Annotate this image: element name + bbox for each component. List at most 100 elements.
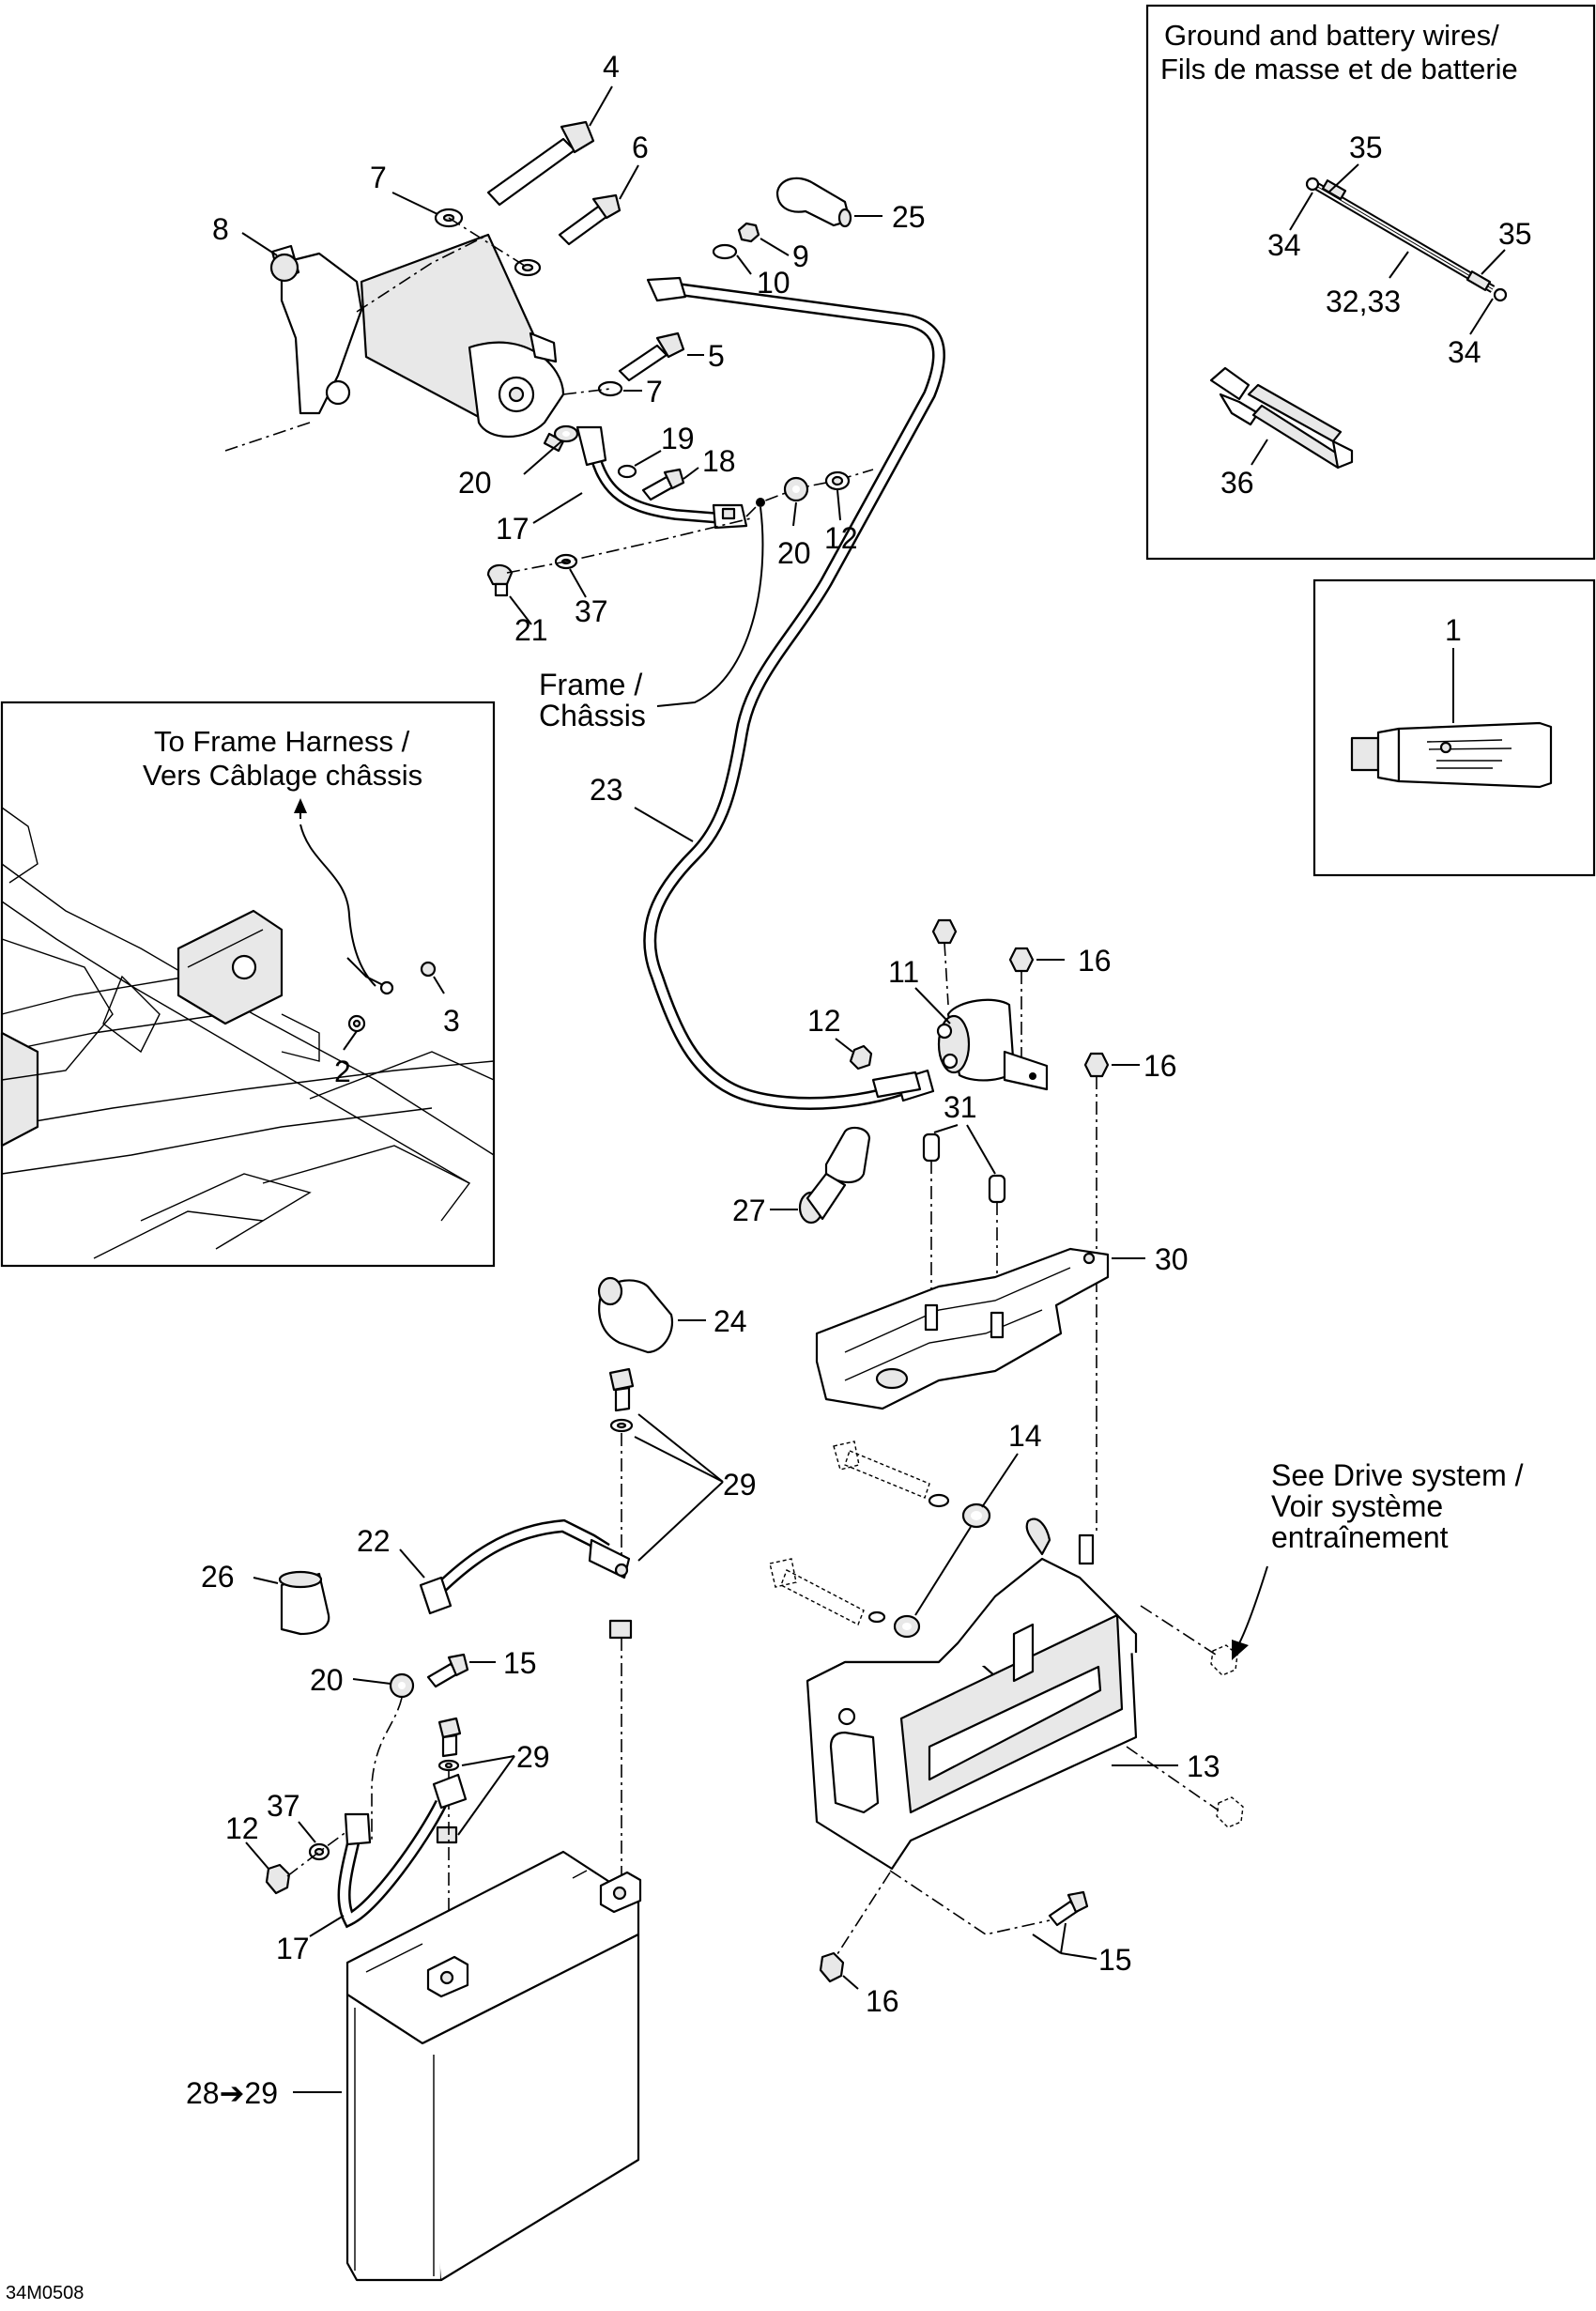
inset-wires-title-2: Fils de masse et de batterie [1160, 53, 1518, 85]
bolt-4 [486, 120, 595, 207]
inset-frame-harness: To Frame Harness / Vers Câblage châssis [0, 701, 496, 1268]
label-20c: 20 [310, 1663, 344, 1697]
boot-25 [775, 177, 852, 228]
bolt-15b [1048, 1890, 1089, 1927]
label-5: 5 [708, 339, 725, 373]
crimp-tool-icon [1209, 366, 1354, 470]
note-drive-2: Voir système [1271, 1489, 1443, 1523]
label-9: 9 [792, 239, 809, 273]
label-20a: 20 [458, 466, 492, 500]
bolt-15a [426, 1653, 469, 1688]
label-24: 24 [714, 1304, 747, 1338]
label-2: 2 [334, 1055, 351, 1088]
grease-tube-icon [1350, 721, 1553, 789]
label-15a: 15 [503, 1646, 537, 1680]
nut-16b [1083, 1052, 1110, 1078]
label-22: 22 [357, 1524, 391, 1558]
label-29b: 29 [516, 1740, 550, 1774]
label-20b: 20 [777, 536, 811, 570]
arrow-down-icon [1232, 1640, 1249, 1660]
label-4: 4 [603, 50, 620, 84]
label-19: 19 [661, 422, 695, 455]
label-16c: 16 [866, 1984, 899, 2018]
harness-title-1: To Frame Harness / [154, 725, 410, 758]
label-18: 18 [702, 444, 736, 478]
inset-ground-battery-wires: Ground and battery wires/ Fils de masse … [1145, 4, 1596, 561]
battery-tray-13 [806, 1518, 1138, 1871]
nut-square-29 [608, 1619, 633, 1640]
label-17b: 17 [276, 1932, 310, 1965]
star-washer-20c [389, 1672, 415, 1699]
label-27: 27 [732, 1194, 766, 1227]
harness-title-2: Vers Câblage châssis [143, 759, 422, 792]
boot-24 [597, 1276, 674, 1354]
label-14: 14 [1008, 1419, 1042, 1453]
bolt-21 [486, 563, 514, 597]
label-34b: 34 [1448, 335, 1481, 369]
label-34a: 34 [1267, 228, 1301, 262]
note-drive-1: See Drive system / [1271, 1458, 1524, 1492]
label-12a: 12 [824, 521, 858, 555]
boot-27 [798, 1126, 871, 1225]
inset-grease-tube: 1 [1312, 578, 1596, 877]
label-6: 6 [632, 131, 649, 164]
note-drive-3: entraînement [1271, 1520, 1449, 1554]
frame-structure-sketch [0, 807, 495, 1259]
label-11: 11 [888, 955, 919, 989]
bracket-30 [815, 1247, 1110, 1410]
nut-16c [819, 1951, 845, 1983]
label-26: 26 [201, 1560, 235, 1594]
cable-17-lower [337, 1773, 468, 1929]
label-29a: 29 [723, 1468, 757, 1502]
star-washer-20 [783, 476, 809, 502]
note-frame-1: Frame / [539, 668, 642, 701]
label-15b: 15 [1098, 1943, 1132, 1977]
label-32-33: 32,33 [1326, 285, 1401, 318]
label-23: 23 [590, 773, 623, 807]
bolt-18 [641, 468, 685, 501]
nut-square-29b [436, 1826, 458, 1844]
cable-17-upper [575, 425, 748, 530]
bolt-5 [618, 331, 685, 382]
nut-16-top [931, 918, 958, 945]
nut-drive-b [1216, 1796, 1244, 1828]
label-7a: 7 [370, 161, 387, 194]
label-3: 3 [443, 1004, 460, 1038]
nut-12c [265, 1863, 291, 1895]
bolt-6 [558, 193, 622, 246]
battery-28 [345, 1850, 642, 2282]
ground-wire-icon [1305, 177, 1508, 302]
bolt-29 [608, 1367, 635, 1412]
label-35b: 35 [1498, 217, 1532, 251]
inset-wires-title-1: Ground and battery wires/ [1164, 19, 1499, 52]
bolt-14-a [833, 1441, 930, 1499]
label-31: 31 [944, 1090, 977, 1124]
nut-16 [1008, 947, 1035, 973]
label-16a: 16 [1078, 944, 1112, 978]
label-17a: 17 [496, 512, 529, 546]
arrow-up-icon [294, 798, 307, 813]
label-21: 21 [514, 613, 548, 647]
label-25: 25 [892, 200, 926, 234]
label-16b: 16 [1143, 1049, 1177, 1083]
bolt-14-b [769, 1558, 865, 1625]
label-35a: 35 [1349, 131, 1383, 164]
label-30: 30 [1155, 1242, 1189, 1276]
label-13: 13 [1187, 1749, 1220, 1783]
nut-12 [849, 1044, 873, 1071]
label-12c: 12 [225, 1811, 259, 1845]
nut-drive-a [1210, 1644, 1238, 1676]
label-10: 10 [757, 266, 790, 300]
label-37a: 37 [575, 594, 608, 628]
bolt-29b [437, 1717, 462, 1758]
label-37b: 37 [267, 1789, 300, 1823]
label-8: 8 [212, 212, 229, 246]
note-frame-2: Châssis [539, 699, 646, 732]
label-1: 1 [1445, 613, 1462, 647]
boot-26 [278, 1570, 330, 1636]
label-7b: 7 [646, 375, 663, 408]
drawing-code: 34M0508 [6, 2283, 84, 2303]
label-28-29: 28➔29 [186, 2076, 278, 2110]
cable-22 [419, 1518, 631, 1615]
